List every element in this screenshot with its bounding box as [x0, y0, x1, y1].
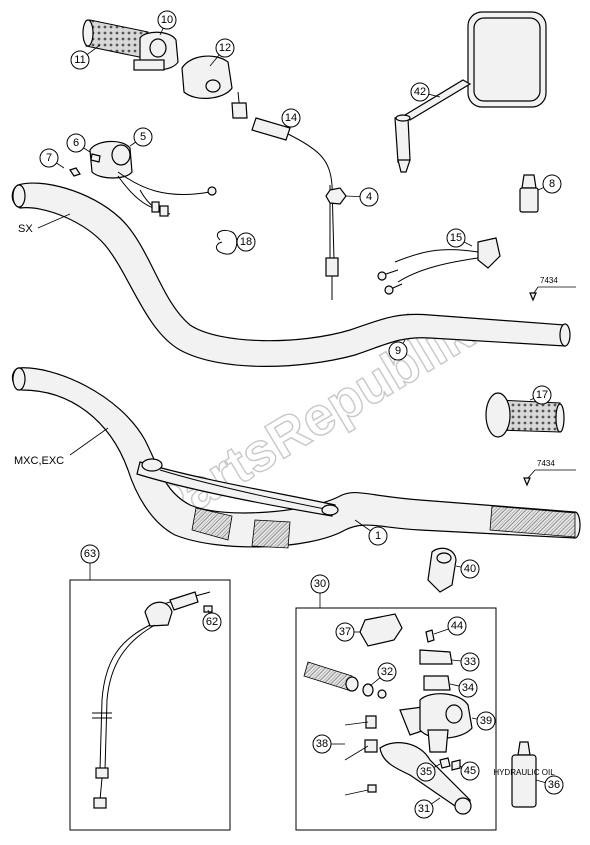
kill-switch-cable — [231, 91, 339, 300]
callout-7: 7 — [39, 148, 65, 169]
callout-45: 45 — [459, 761, 480, 781]
mxc-exc-label-group: MXC,EXC — [14, 427, 109, 467]
callout-number: 39 — [480, 715, 492, 727]
callout-number: 18 — [240, 236, 252, 248]
callout-number: 44 — [451, 620, 463, 632]
callout-63: 63 — [80, 544, 100, 568]
callout-38: 38 — [312, 734, 345, 754]
callout-35: 35 — [416, 762, 441, 782]
left-grip — [485, 392, 565, 438]
callout-32: 32 — [369, 662, 397, 687]
sx-label-group: SX — [18, 213, 71, 235]
mxc-exc-label: MXC,EXC — [14, 455, 64, 467]
switch-assembly — [89, 140, 217, 217]
clutch-lever-box — [295, 596, 497, 831]
part-7434-lower-label: 7434 — [537, 459, 555, 468]
callout-37: 37 — [335, 622, 360, 642]
clutch-cable-box — [69, 568, 231, 831]
mxc-exc-handlebar — [11, 367, 581, 549]
callout-number: 11 — [74, 54, 85, 66]
throttle-housing — [133, 31, 179, 71]
callout-15: 15 — [446, 228, 473, 248]
oil-bottle-small — [519, 174, 539, 213]
callout-39: 39 — [471, 711, 496, 731]
callout-62: 62 — [202, 609, 222, 632]
bolt-small — [90, 153, 101, 163]
callout-12: 12 — [209, 38, 235, 67]
callout-6: 6 — [66, 133, 91, 153]
callout-number: 15 — [450, 232, 462, 244]
part-7434-upper-label: 7434 — [540, 276, 558, 285]
clip — [216, 229, 238, 255]
callout-number: 10 — [161, 14, 173, 26]
callout-number: 12 — [219, 42, 231, 54]
sx-handlebar — [11, 182, 571, 367]
callout-9: 9 — [388, 339, 408, 361]
callout-10: 10 — [157, 10, 177, 36]
callout-number: 8 — [549, 178, 555, 190]
callout-5: 5 — [129, 127, 153, 147]
sx-label: SX — [18, 223, 33, 235]
callout-number: 34 — [462, 682, 474, 694]
part-7434-upper: 7434 — [529, 276, 576, 302]
oil-bottle-label: HYDRAULIC OIL — [493, 768, 555, 777]
callout-number: 7 — [46, 152, 52, 164]
callout-number: 40 — [464, 563, 476, 575]
callout-number: 1 — [375, 530, 381, 542]
callout-31: 31 — [414, 797, 441, 819]
callout-8: 8 — [537, 174, 562, 194]
callout-number: 36 — [548, 779, 560, 791]
callout-11: 11 — [70, 44, 101, 70]
callout-number: 45 — [464, 765, 476, 777]
callout-1: 1 — [354, 519, 388, 546]
callout-number: 32 — [381, 666, 393, 678]
callout-number: 6 — [73, 137, 79, 149]
throttle-grip — [82, 19, 149, 59]
part-7434-lower: 7434 — [523, 459, 576, 487]
callout-14: 14 — [281, 108, 301, 128]
callout-17: 17 — [529, 385, 552, 405]
callout-30: 30 — [310, 574, 330, 596]
callout-number: 14 — [285, 112, 297, 124]
callout-number: 33 — [464, 656, 476, 668]
screw — [69, 167, 81, 177]
mirror — [394, 11, 547, 173]
callout-number: 17 — [536, 389, 548, 401]
clamp — [427, 547, 457, 593]
callout-42: 42 — [410, 82, 441, 102]
callout-number: 38 — [316, 738, 328, 750]
callout-number: 63 — [84, 548, 96, 560]
stop-switch — [377, 237, 501, 295]
hydraulic-oil-bottle: HYDRAULIC OIL — [493, 741, 555, 808]
callout-33: 33 — [451, 652, 480, 672]
callout-number: 42 — [414, 86, 426, 98]
callout-number: 4 — [366, 191, 372, 203]
callout-40: 40 — [455, 559, 480, 579]
callout-36: 36 — [535, 775, 564, 795]
callout-number: 31 — [418, 803, 430, 815]
callout-number: 35 — [420, 766, 432, 778]
callout-number: 5 — [140, 131, 146, 143]
callouts: 11 10 12 42 14 7 6 5 4 8 18 15 9 17 1 63 62 40 30 37 44 32 33 3… — [39, 10, 564, 819]
callout-44: 44 — [433, 616, 467, 636]
callout-number: 9 — [395, 345, 401, 357]
nut — [325, 187, 347, 205]
callout-34: 34 — [449, 678, 478, 698]
callout-number: 37 — [339, 626, 351, 638]
callout-number: 30 — [314, 578, 326, 590]
callout-4: 4 — [345, 187, 379, 207]
callout-number: 62 — [206, 616, 218, 628]
throttle-cover — [181, 55, 233, 99]
callout-18: 18 — [236, 232, 256, 252]
